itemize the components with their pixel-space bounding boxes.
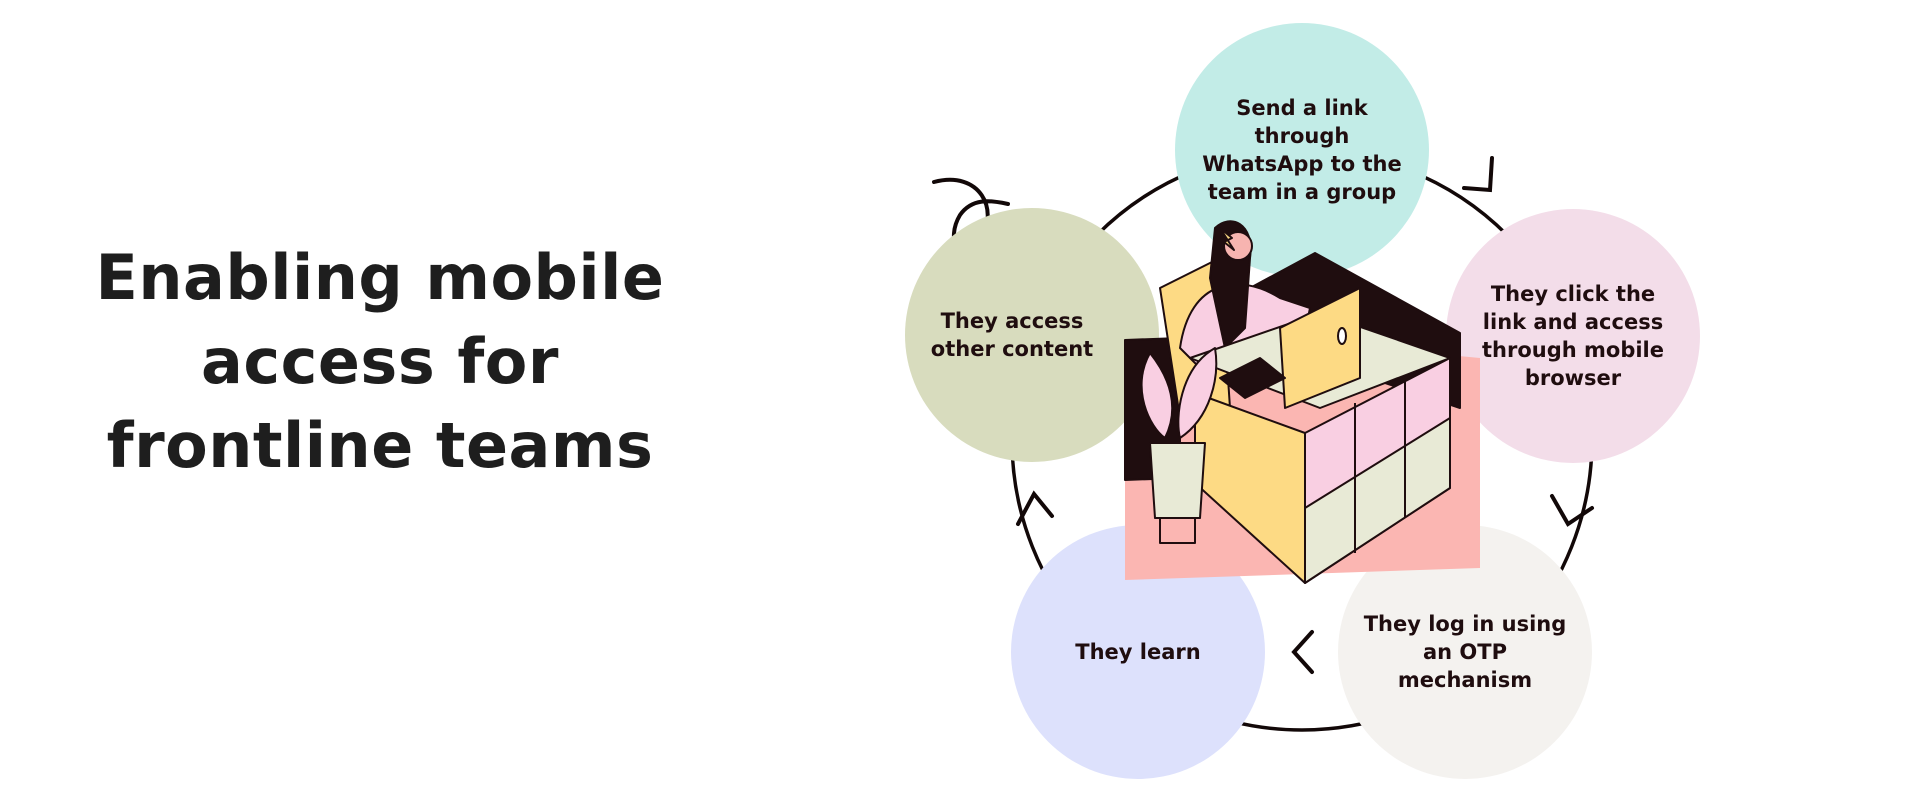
step-label: Send a link through WhatsApp to the team… (1202, 96, 1402, 204)
arrow-icon (1291, 630, 1314, 674)
arrow-icon (1462, 156, 1494, 193)
step-label: They access other content (930, 309, 1094, 361)
arrow-icon (1016, 490, 1054, 526)
step-label: They click the link and access through m… (1482, 282, 1664, 390)
arrow-icon (1550, 494, 1594, 527)
step-label: They learn (1075, 640, 1201, 664)
woman-at-desk-illustration (1124, 220, 1480, 584)
page-title: Enabling mobile access for frontline tea… (95, 241, 665, 482)
step-click-link: They click the link and access through m… (1446, 209, 1700, 463)
step-access-content: They access other content (905, 208, 1159, 462)
step-label: They log in using an OTP mechanism (1363, 612, 1567, 692)
